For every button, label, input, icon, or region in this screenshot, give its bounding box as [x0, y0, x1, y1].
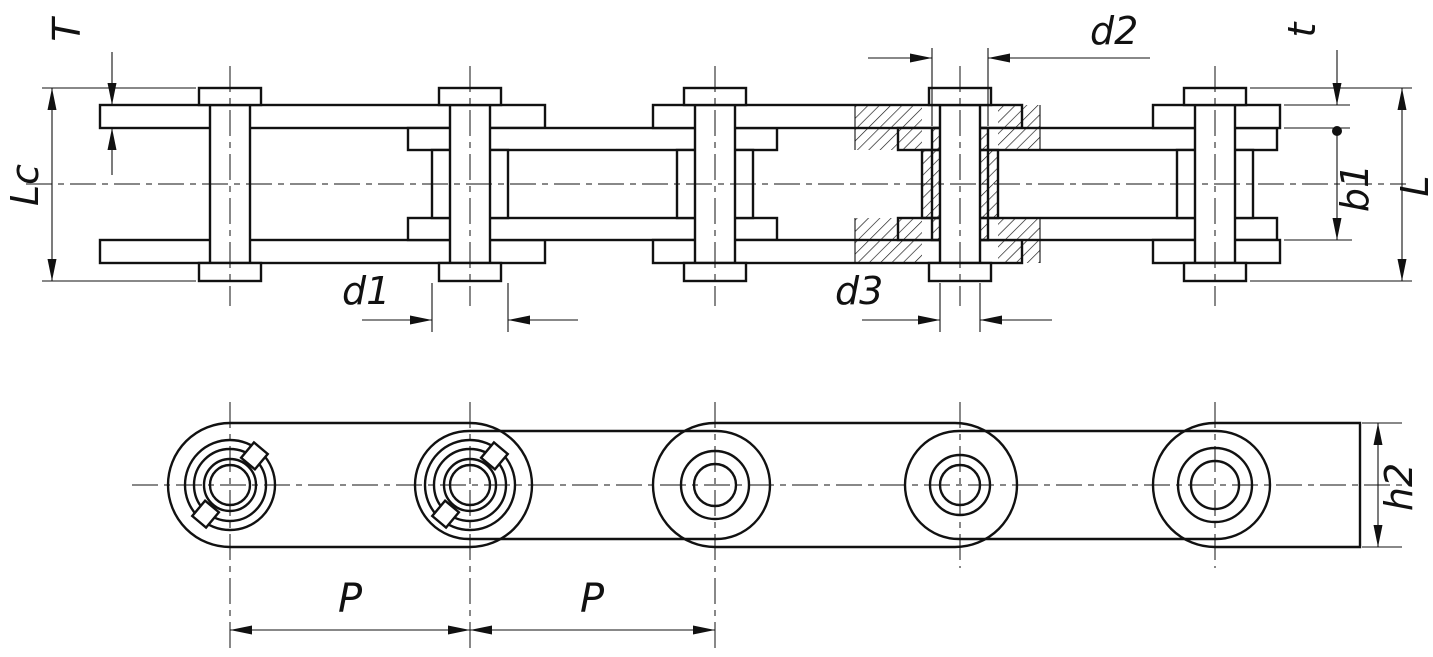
outer-link-plate-cut [1151, 421, 1362, 549]
label-d2: d2 [1090, 9, 1138, 53]
clip-notch [190, 498, 221, 530]
label-d3: d3 [835, 269, 883, 313]
clip-notch [430, 498, 461, 530]
clip-notch [239, 440, 270, 472]
plan-section-view: Lc T d2 d1 [3, 9, 1433, 332]
dimension-h2: h2 [1362, 422, 1421, 548]
dimension-T: T [45, 16, 117, 175]
label-d1: d1 [342, 269, 390, 313]
pin-circle-group [423, 438, 517, 532]
label-b1: b1 [1333, 164, 1377, 212]
dimension-P: P P [230, 576, 715, 635]
dimension-b1: b1 [1284, 126, 1377, 241]
label-h2: h2 [1377, 463, 1421, 511]
dimension-t: t [1280, 20, 1350, 129]
label-L: L [1393, 175, 1433, 196]
inner-plate-edge [406, 126, 779, 152]
label-T: T [45, 16, 89, 42]
label-P-right: P [580, 576, 605, 622]
dimension-d2: d2 [868, 9, 1150, 126]
label-P-left: P [338, 576, 363, 622]
label-Lc: Lc [3, 164, 47, 206]
dimension-d3: d3 [835, 269, 1052, 332]
clip-notch [479, 440, 510, 472]
inner-plate-edge [406, 216, 779, 242]
label-t: t [1280, 20, 1324, 37]
pin-circle-group [1176, 446, 1254, 524]
centerlines [26, 66, 1406, 648]
dimension-d1: d1 [342, 269, 578, 332]
side-elevation-view: h2 P P [166, 421, 1421, 635]
